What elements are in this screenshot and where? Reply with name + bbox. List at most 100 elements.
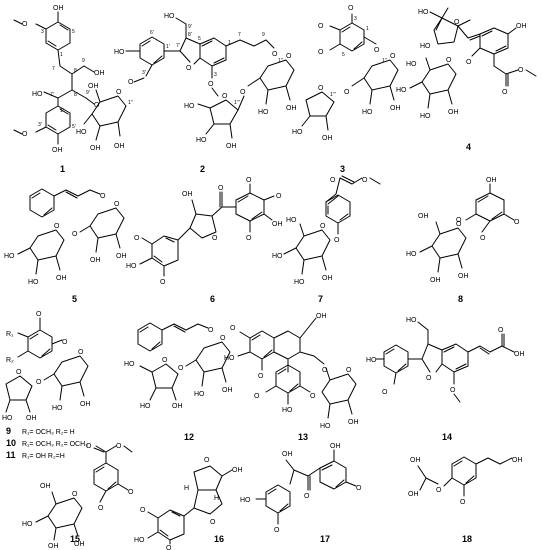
svg-text:O: O: [502, 89, 508, 96]
svg-text:7: 7: [238, 32, 241, 38]
svg-text:O: O: [456, 221, 462, 228]
svg-text:HO: HO: [22, 521, 33, 528]
svg-text:O: O: [86, 443, 92, 450]
svg-text:O: O: [220, 335, 226, 342]
svg-text:OH: OH: [90, 145, 101, 152]
svg-text:O: O: [382, 389, 388, 396]
svg-text:O: O: [456, 217, 462, 224]
svg-text:9': 9': [86, 90, 90, 96]
svg-text:1': 1': [166, 44, 170, 50]
svg-text:O: O: [304, 493, 310, 500]
svg-text:1: 1: [60, 52, 63, 58]
svg-text:HO: HO: [4, 253, 15, 260]
svg-text:O: O: [178, 365, 184, 372]
svg-text:O: O: [466, 59, 472, 66]
svg-text:O: O: [62, 339, 68, 346]
svg-text:O: O: [258, 373, 264, 380]
svg-text:HO: HO: [362, 109, 373, 116]
svg-text:HO: HO: [114, 49, 125, 56]
svg-text:1'': 1'': [128, 100, 133, 106]
compound-label-18: 18: [462, 534, 472, 544]
svg-text:8': 8': [188, 32, 192, 38]
svg-text:6': 6': [150, 30, 154, 36]
svg-text:O: O: [54, 223, 60, 230]
svg-text:3: 3: [41, 29, 44, 35]
compound-16-structure: O O OH H H O HO O 16: [134, 457, 243, 550]
svg-text:O: O: [272, 51, 278, 58]
svg-text:O: O: [218, 185, 224, 192]
svg-text:1: 1: [228, 40, 231, 46]
svg-text:HO: HO: [52, 405, 63, 412]
compound-label-5: 5: [72, 294, 77, 304]
svg-text:HO: HO: [282, 407, 293, 414]
svg-text:O: O: [518, 67, 524, 74]
svg-text:HO: HO: [196, 137, 207, 144]
svg-text:OH: OH: [486, 177, 497, 184]
svg-text:5: 5: [342, 52, 345, 58]
svg-text:1'': 1'': [382, 58, 387, 64]
svg-text:3': 3': [38, 122, 42, 128]
svg-text:O: O: [454, 19, 460, 26]
svg-text:OH: OH: [322, 275, 333, 282]
svg-text:OH: OH: [286, 105, 297, 112]
svg-text:HO: HO: [272, 253, 283, 260]
compound-label-12: 12: [184, 432, 194, 442]
compound-15-structure: O O O O O HO OH OH OH 15: [22, 443, 134, 550]
compound-label-2: 2: [200, 164, 205, 174]
svg-text:OH: OH: [80, 401, 91, 408]
svg-text:8: 8: [74, 68, 77, 74]
svg-text:1': 1': [60, 108, 64, 114]
svg-text:O: O: [222, 93, 228, 100]
svg-text:O: O: [330, 177, 336, 184]
svg-text:OH: OH: [418, 213, 429, 220]
svg-text:O: O: [446, 57, 452, 64]
compound-label-8: 8: [458, 294, 463, 304]
svg-text:O: O: [100, 193, 106, 200]
svg-text:OH: OH: [408, 491, 419, 498]
svg-text:OH: OH: [390, 105, 401, 112]
svg-text:R₂: R₂: [6, 357, 14, 364]
substituent-9: R₁= OCH₃ R₂= H: [22, 429, 75, 436]
svg-text:1''': 1''': [234, 100, 240, 106]
svg-text:OH: OH: [232, 467, 243, 474]
svg-text:O: O: [426, 375, 432, 382]
svg-text:O: O: [310, 393, 316, 400]
svg-text:HO: HO: [420, 43, 431, 50]
svg-text:O: O: [72, 231, 78, 238]
compound-label-7: 7: [318, 294, 323, 304]
svg-text:OH: OH: [40, 483, 51, 490]
compound-label-13: 13: [298, 432, 308, 442]
svg-text:HO: HO: [32, 91, 43, 98]
svg-text:HO: HO: [418, 9, 429, 16]
svg-text:HO: HO: [420, 113, 431, 120]
svg-text:HO: HO: [406, 61, 417, 68]
compound-8-structure: OH O O O O HO OH OH OH 8: [406, 177, 520, 304]
svg-text:9: 9: [262, 32, 265, 38]
svg-text:O: O: [334, 237, 340, 244]
svg-text:9': 9': [188, 24, 192, 30]
compound-label-6: 6: [210, 294, 215, 304]
svg-text:OH: OH: [514, 351, 525, 358]
svg-text:O: O: [94, 102, 100, 109]
svg-text:O: O: [36, 311, 42, 318]
svg-text:O: O: [22, 131, 28, 138]
svg-text:O: O: [274, 527, 280, 534]
svg-text:HO: HO: [76, 129, 87, 136]
svg-text:HO: HO: [184, 103, 195, 110]
compound-label-11: 11: [6, 450, 16, 460]
svg-text:OH: OH: [448, 109, 459, 116]
svg-text:O: O: [286, 53, 292, 60]
svg-text:O: O: [344, 89, 350, 96]
svg-text:O: O: [166, 545, 172, 550]
compound-9-11-structure: O R₁ R₂ O O O HO OH O OH HO 9 R₁= OCH₃ R…: [2, 311, 91, 460]
svg-text:3: 3: [214, 72, 217, 78]
svg-text:O: O: [36, 379, 42, 386]
svg-text:O: O: [204, 457, 210, 464]
svg-text:3': 3': [142, 70, 146, 76]
svg-text:5: 5: [198, 36, 201, 42]
compound-13-structure: O HO O OH O O HO O O HO OH 13: [224, 313, 359, 442]
svg-text:OH: OH: [348, 419, 359, 426]
svg-text:R₁: R₁: [6, 331, 14, 338]
svg-text:O: O: [116, 89, 122, 96]
